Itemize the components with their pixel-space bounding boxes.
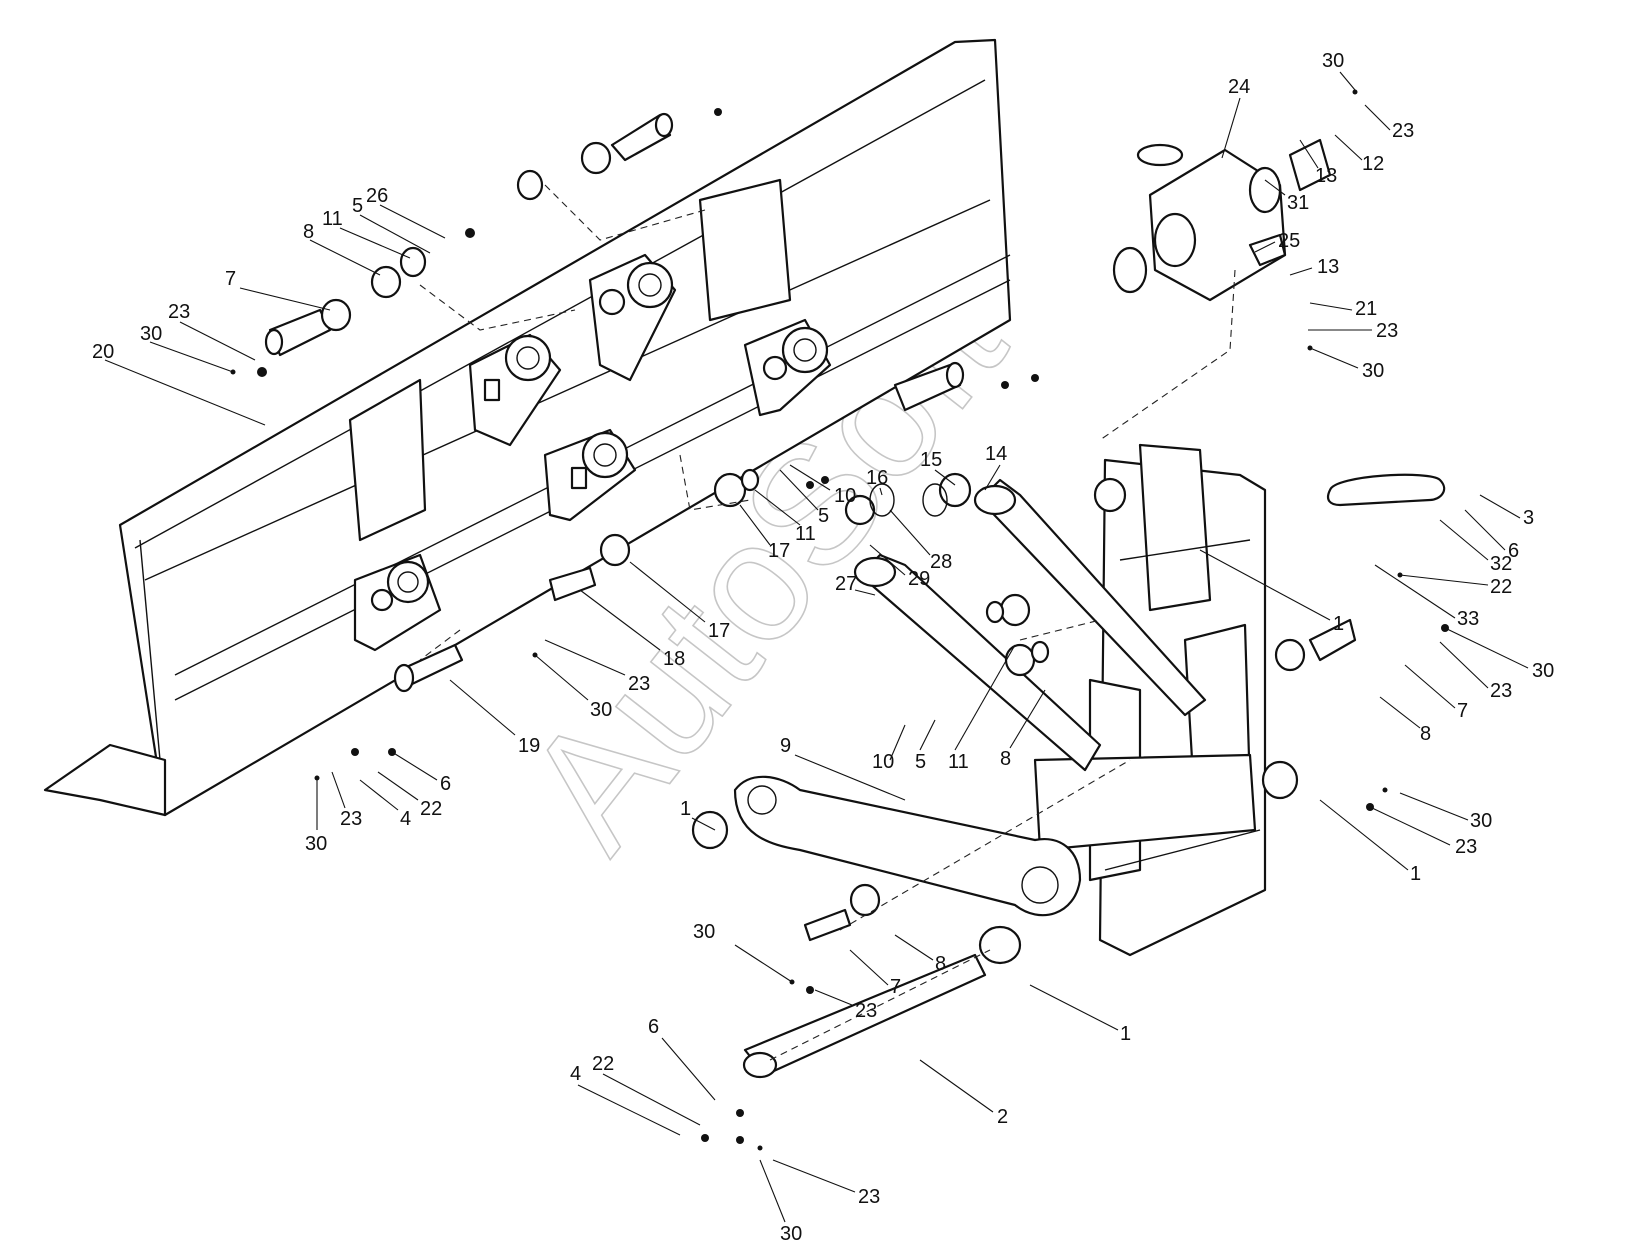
callout-label: 30: [1532, 660, 1554, 682]
blade-bracket: [543, 428, 637, 522]
callout-label: 23: [168, 301, 190, 323]
callout-label: 29: [908, 568, 930, 590]
callouts: 30 23 24 12 13 31 25 13 21 23 30 26 5 11…: [92, 50, 1554, 1245]
callout-label: 32: [1490, 553, 1512, 575]
callout-label: 30: [140, 323, 162, 345]
bushing: [320, 246, 427, 332]
callout-label: 5: [915, 751, 926, 773]
bushing: [713, 468, 972, 526]
bushing: [516, 141, 612, 201]
callout-label: 15: [920, 449, 942, 471]
callout-label: 6: [1508, 540, 1519, 562]
callout-label: 8: [303, 221, 314, 243]
brace-arm: [853, 553, 1102, 772]
callout-label: 11: [322, 208, 343, 230]
callout-label: 10: [834, 485, 856, 507]
callout-label: 7: [225, 268, 236, 290]
callout-label: 23: [858, 1186, 880, 1208]
brace-arm: [973, 478, 1207, 717]
callout-label: 13: [1317, 256, 1339, 278]
callout-label: 1: [680, 798, 691, 820]
assembly-guides: [419, 184, 1236, 1061]
bushing: [985, 477, 1127, 677]
callout-label: 10: [872, 751, 894, 773]
link-plate: [1326, 473, 1446, 507]
callout-label: 8: [1000, 748, 1011, 770]
callout-label: 1: [1333, 613, 1344, 635]
pin: [1274, 618, 1357, 672]
callout-label: 30: [780, 1223, 802, 1245]
callout-label: 26: [366, 185, 388, 207]
callout-label: 28: [930, 551, 952, 573]
callout-label: 8: [1420, 723, 1431, 745]
callout-label: 11: [795, 523, 816, 545]
callout-label: 23: [1392, 120, 1414, 142]
callout-label: 3: [1523, 507, 1534, 529]
callout-label: 8: [935, 953, 946, 975]
callout-label: 23: [1490, 680, 1512, 702]
callout-label: 13: [1315, 165, 1337, 187]
callout-label: 22: [420, 798, 442, 820]
callout-label: 30: [693, 921, 715, 943]
callout-label: 23: [855, 1000, 877, 1022]
trunnion-housing: [1112, 138, 1332, 302]
callout-label: 14: [985, 443, 1007, 465]
callout-label: 22: [592, 1053, 614, 1075]
bushing: [691, 760, 1299, 942]
callout-label: 25: [1278, 230, 1300, 252]
blade-bracket: [743, 318, 832, 417]
callout-label: 18: [663, 648, 685, 670]
callout-label: 24: [1228, 76, 1250, 98]
callout-label: 33: [1457, 608, 1479, 630]
callout-label: 5: [352, 195, 363, 217]
callout-label: 30: [1362, 360, 1384, 382]
callout-label: 4: [570, 1063, 581, 1085]
callout-label: 23: [628, 673, 650, 695]
callout-label: 23: [1455, 836, 1477, 858]
callout-label: 30: [305, 833, 327, 855]
callout-label: 16: [866, 467, 888, 489]
callout-label: 23: [1376, 320, 1398, 342]
callout-label: 17: [708, 620, 730, 642]
callout-label: 11: [948, 751, 969, 773]
fastener-dots: [230, 89, 1449, 1151]
callout-label: 2: [997, 1106, 1008, 1128]
pin: [393, 643, 464, 693]
callout-label: 5: [818, 505, 829, 527]
pin: [893, 361, 965, 412]
callout-label: 6: [440, 773, 451, 795]
push-arm: [733, 775, 1082, 917]
dozer-blade: [43, 38, 1012, 817]
blade-bracket: [588, 253, 677, 382]
callout-label: 1: [1410, 863, 1421, 885]
callout-label: 30: [590, 699, 612, 721]
blade-bracket: [468, 333, 562, 447]
blade-bracket: [353, 553, 442, 652]
callout-label: 9: [780, 735, 791, 757]
callout-label: 7: [1457, 700, 1468, 722]
callout-label: 27: [835, 573, 857, 595]
pin: [610, 112, 674, 162]
callout-label: 17: [768, 540, 790, 562]
callout-label: 4: [400, 808, 411, 830]
callout-label: 12: [1362, 153, 1384, 175]
callout-label: 30: [1470, 810, 1492, 832]
callout-label: 23: [340, 808, 362, 830]
axle-shaft: [742, 925, 1022, 1079]
callout-label: 21: [1355, 298, 1377, 320]
pin: [264, 308, 332, 357]
callout-label: 22: [1490, 576, 1512, 598]
callout-label: 30: [1322, 50, 1344, 72]
callout-label: 19: [518, 735, 540, 757]
pin: [548, 533, 631, 602]
callout-label: 6: [648, 1016, 659, 1038]
callout-label: 7: [890, 976, 901, 998]
callout-label: 20: [92, 341, 114, 363]
callout-label: 1: [1120, 1023, 1131, 1045]
callout-label: 31: [1287, 192, 1309, 214]
